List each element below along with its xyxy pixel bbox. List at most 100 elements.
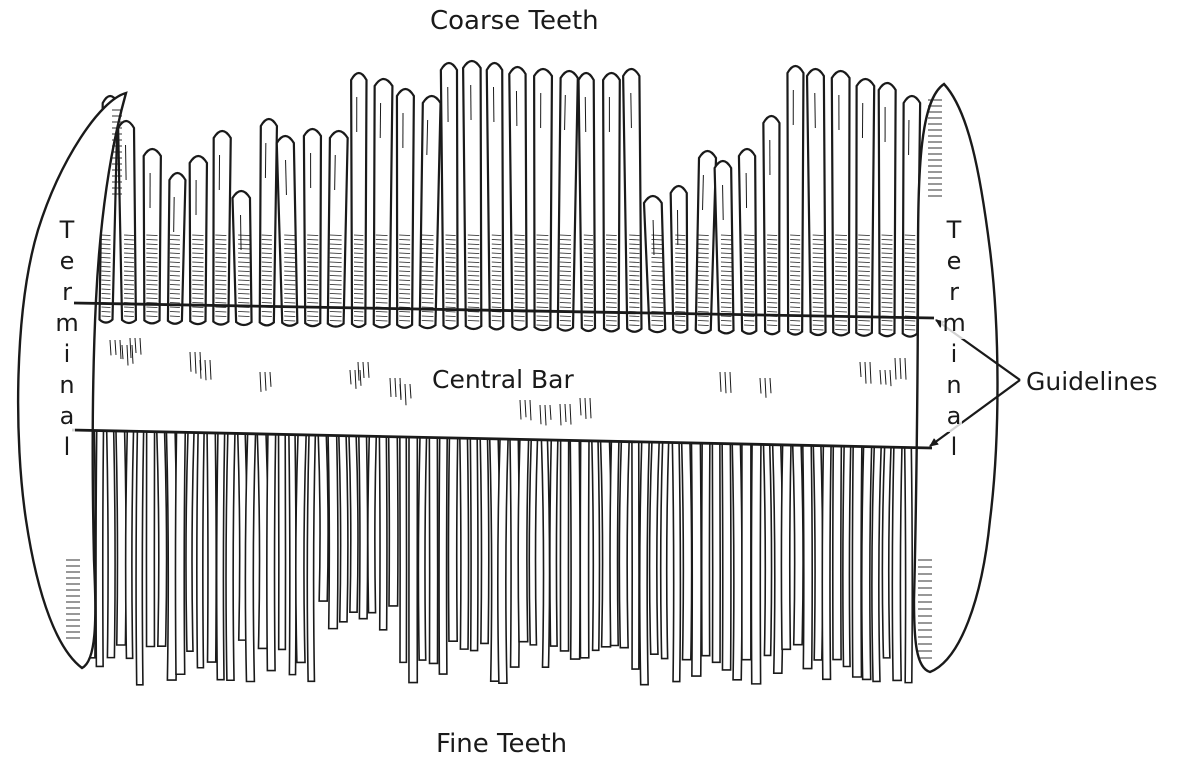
coarse-tooth-shading [307,258,318,259]
fine-tooth [245,434,255,682]
coarse-tooth-shading [882,249,893,250]
coarse-tooth-shading [698,280,709,281]
coarse-tooth-shading [399,298,410,299]
coarse-tooth-shading [284,312,295,313]
coarse-tooth-shading [675,271,685,272]
coarse-tooth-shading [354,312,363,313]
coarse-tooth-shading [238,276,249,277]
coarse-tooth-shading [905,253,916,254]
coarse-tooth-shading [905,244,916,245]
coarse-tooth-shading [537,267,549,268]
coarse-tooth-shading [584,253,593,254]
coarse-tooth-shading [284,262,295,263]
coarse-tooth-shading [514,235,524,236]
coarse-tooth-shading [446,258,456,259]
coarse-tooth-shading [468,303,480,304]
coarse-tooth-shading [537,325,549,326]
coarse-tooth-shading [376,280,388,281]
coarse-tooth-shading [905,325,916,326]
coarse-tooth-shading [238,298,249,299]
coarse-tooth-shading [698,325,709,326]
coarse-tooth-shading [629,276,639,277]
coarse-tooth-shading [399,312,410,313]
fine-tooth [296,435,306,663]
fine-tooth [439,438,447,674]
central-bar-sketch [260,372,261,392]
coarse-tooth-shading [376,249,388,250]
coarse-tooth-shading [101,271,110,272]
coarse-tooth-shading [560,316,571,317]
coarse-tooth-shading [584,235,593,236]
fine-tooth [400,437,407,662]
coarse-tooth-shading [744,271,754,272]
coarse-tooth-shading [813,289,824,290]
coarse-tooth-shading [905,298,916,299]
coarse-tooth-shading [675,253,685,254]
coarse-tooth-shading [422,267,434,268]
coarse-tooth-shading [858,298,870,299]
coarse-tooth-shading [262,312,272,313]
fine-tooth [339,436,348,622]
coarse-tooth-shading [790,271,800,272]
coarse-tooth-shading [584,244,593,245]
coarse-tooth-shading [492,321,501,322]
fine-tooth [722,444,731,670]
coarse-tooth-shading [468,289,480,290]
coarse-tooth-shading [399,267,410,268]
coarse-tooth-shading [215,285,226,286]
coarse-tooth [374,79,393,327]
coarse-tooth-shading [651,321,663,322]
coarse-tooth-shading [284,244,295,245]
coarse-tooth-shading [721,276,732,277]
coarse-tooth [213,131,230,325]
central-bar-sketch [770,378,771,393]
coarse-tooth-shading [721,285,732,286]
central-bar-sketch [545,405,546,425]
coarse-tooth-shading [376,312,388,313]
coarse-tooth-shading [170,280,180,281]
coarse-tooth-shading [468,321,480,322]
coarse-tooth-shading [767,249,777,250]
coarse-tooth-shading [790,307,800,308]
fine-tooth [751,444,761,684]
coarse-tooth-shading [858,271,870,272]
coarse-tooth-shading [422,249,434,250]
coarse-tooth-shading [858,280,870,281]
coarse-tooth-shading [376,303,388,304]
coarse-tooth-shading [882,240,893,241]
coarse-tooth-shading [492,240,501,241]
coarse-tooth-shading [905,307,916,308]
coarse-tooth [671,186,688,333]
coarse-tooth-shading [307,276,318,277]
fine-tooth [580,441,589,658]
coarse-tooth-shading [215,312,226,313]
coarse-tooth-shading [354,316,363,317]
coarse-tooth-shading [376,262,388,263]
coarse-tooth-shading [790,249,800,250]
fine-tooth [175,432,185,674]
coarse-tooth-shading [330,235,342,236]
coarse-tooth-shading [422,321,434,322]
coarse-tooth-shading [376,294,388,295]
coarse-tooth-shading [790,312,800,313]
central-bar-sketch [350,370,351,384]
coarse-tooth-shading [399,294,410,295]
central-bar-sketch [130,338,131,358]
coarse-tooth-shading [675,285,685,286]
coarse-tooth-shading [514,298,524,299]
coarse-tooth-shading [215,303,226,304]
coarse-tooth-shading [858,307,870,308]
coarse-tooth-shading [170,244,180,245]
fine-tooth [186,432,194,651]
coarse-tooth-shading [446,307,456,308]
coarse-tooth-shading [835,244,847,245]
coarse-tooth-shading [192,276,203,277]
coarse-tooth-shading [354,267,363,268]
coarse-tooth-shading [882,307,893,308]
coarse-tooth-shading [675,280,685,281]
coarse-tooth-shading [124,249,134,250]
coarse-tooth-shading [468,258,480,259]
coarse-tooth-shading [170,316,180,317]
coarse-tooth-shading [101,240,110,241]
coarse-tooth-shading [721,271,732,272]
